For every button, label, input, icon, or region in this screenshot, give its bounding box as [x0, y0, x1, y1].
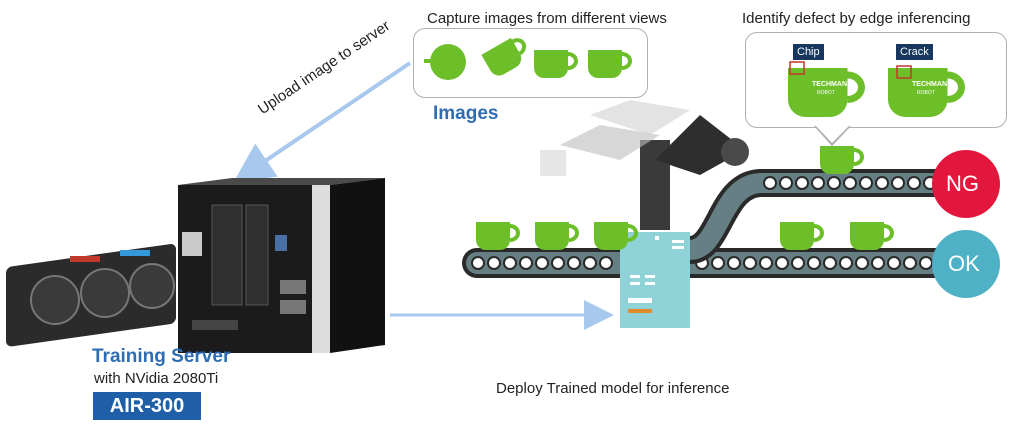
brand-text-1: TECHMAN	[812, 81, 847, 88]
conveyor-roller	[791, 256, 805, 270]
deploy-label: Deploy Trained model for inference	[496, 380, 730, 397]
conveyor-roller	[503, 256, 517, 270]
defect-bubble	[745, 32, 1007, 128]
ok-circle	[932, 230, 1000, 298]
conveyor-roller	[887, 256, 901, 270]
conveyor-roller	[779, 176, 793, 190]
chip-tag: Chip	[793, 44, 824, 60]
gpu-card-image	[6, 244, 176, 347]
brand-text-2: TECHMAN	[912, 81, 947, 88]
conveyor-roller	[859, 176, 873, 190]
conveyor-roller	[487, 256, 501, 270]
identify-label: Identify defect by edge inferencing	[742, 10, 971, 27]
robot-arm-image	[540, 100, 749, 230]
conveyor-roller	[567, 256, 581, 270]
training-server-label: Training Server	[92, 346, 231, 367]
conveyor-roller	[759, 256, 773, 270]
conveyor-roller	[811, 176, 825, 190]
conveyor-roller	[583, 256, 597, 270]
conveyor-roller	[795, 176, 809, 190]
conveyor-roller	[839, 256, 853, 270]
conveyor-roller	[855, 256, 869, 270]
conveyor-roller	[807, 256, 821, 270]
conveyor-roller	[599, 256, 613, 270]
model-badge: AIR-300	[93, 392, 201, 420]
conveyor-roller	[903, 256, 917, 270]
conveyor-roller	[763, 176, 777, 190]
conveyor-roller	[727, 256, 741, 270]
ng-label: NG	[946, 171, 979, 196]
conveyor-roller	[551, 256, 565, 270]
inspection-machine	[620, 232, 690, 328]
conveyor-roller	[711, 256, 725, 270]
ng-circle	[932, 150, 1000, 218]
upload-arrow	[233, 61, 412, 183]
conveyor-roller	[535, 256, 549, 270]
capture-label: Capture images from different views	[427, 10, 667, 27]
conveyor-roller	[823, 256, 837, 270]
conveyor-roller	[919, 256, 933, 270]
conveyor-roller	[827, 176, 841, 190]
conveyor-ng	[676, 169, 976, 264]
conveyor-roller	[519, 256, 533, 270]
conveyor-roller	[471, 256, 485, 270]
capture-bubble	[413, 28, 648, 98]
conveyor-roller	[871, 256, 885, 270]
crack-tag: Crack	[896, 44, 933, 60]
images-label: Images	[433, 103, 499, 124]
conveyor-roller	[891, 176, 905, 190]
brand-sub-2: ROBOT	[917, 90, 935, 96]
gpu-label: with NVidia 2080Ti	[94, 370, 219, 387]
conveyor-roller	[875, 176, 889, 190]
conveyor-roller	[743, 256, 757, 270]
brand-sub-1: ROBOT	[817, 90, 835, 96]
training-server-image	[178, 178, 385, 353]
bubble-tail	[813, 125, 852, 147]
conveyor-roller	[843, 176, 857, 190]
conveyor-roller	[907, 176, 921, 190]
conveyor-roller	[775, 256, 789, 270]
ok-label: OK	[948, 251, 980, 276]
